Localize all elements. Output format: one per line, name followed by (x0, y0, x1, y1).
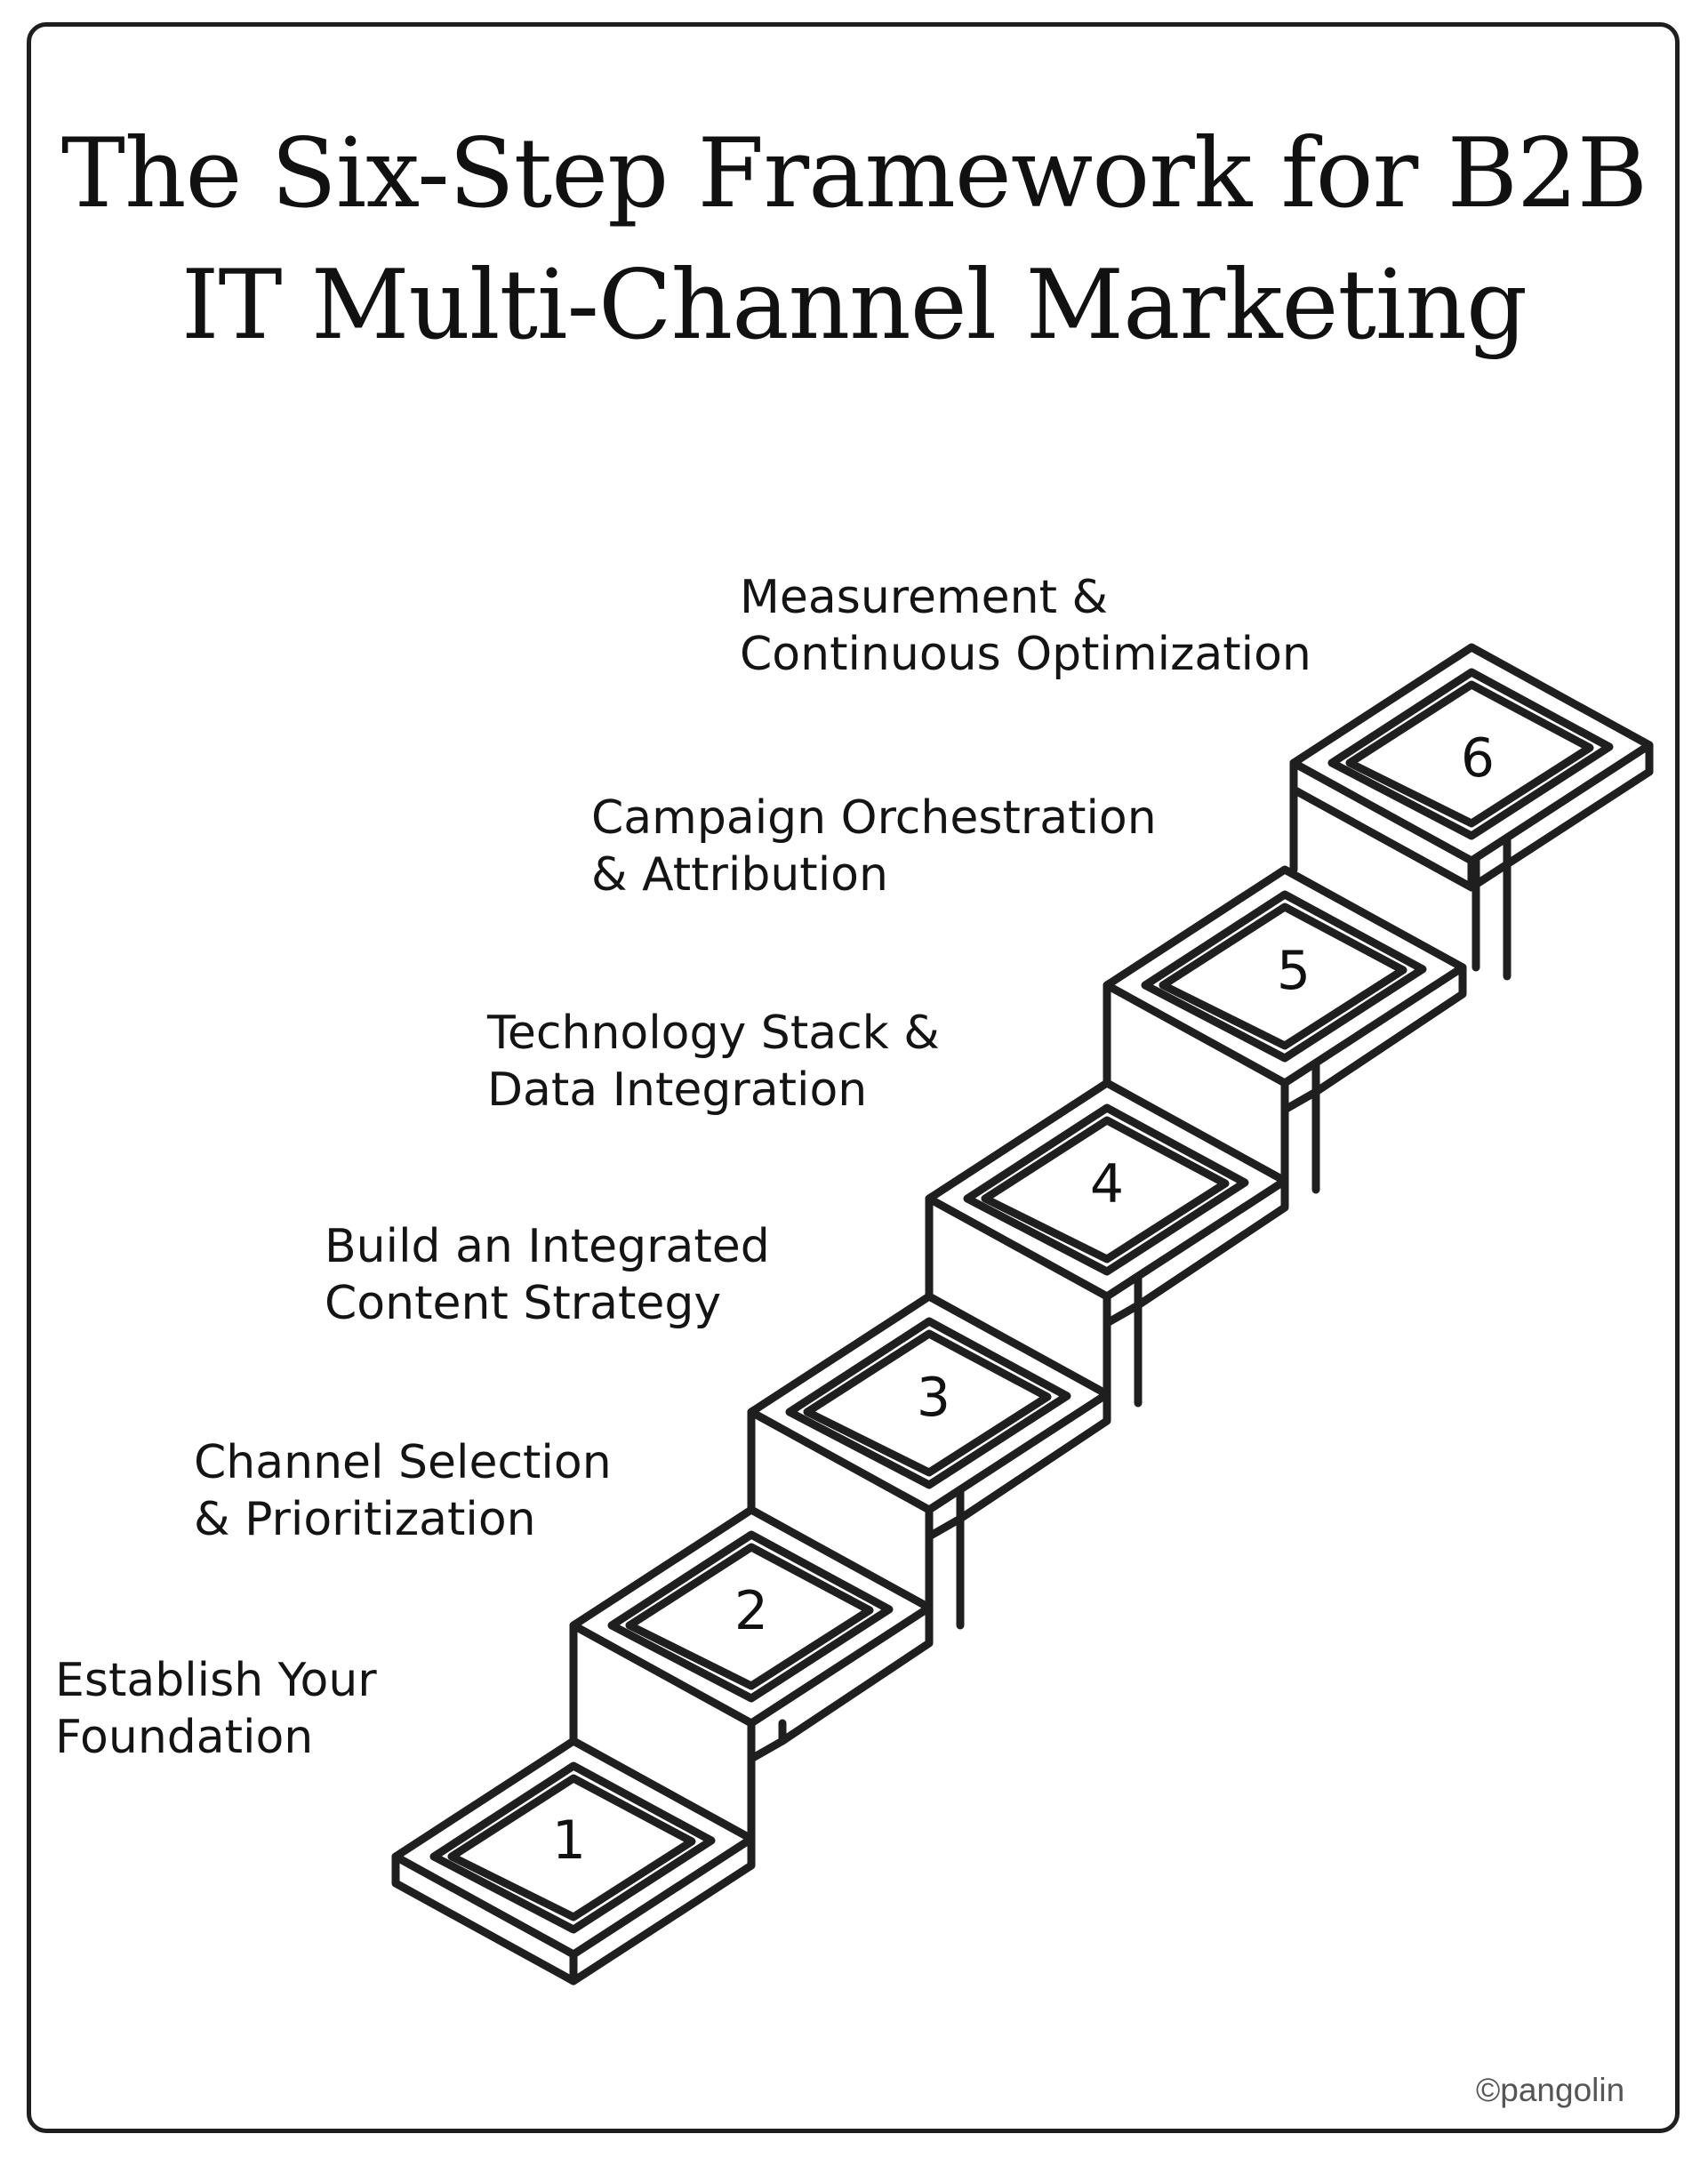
step-4-label: Technology Stack & Data Integration (487, 1005, 940, 1119)
page-frame (27, 22, 1680, 2133)
step-3-label-line-1: Build an Integrated (325, 1220, 770, 1273)
step-4-number: 4 (1090, 1153, 1124, 1215)
step-6-label-line-1: Measurement & (740, 571, 1109, 624)
step-3: 3 (747, 1292, 1111, 1630)
step-2-label-line-2: & Prioritization (194, 1493, 536, 1546)
step-6-label-line-2: Continuous Optimization (740, 628, 1311, 681)
step-1-label: Establish Your Foundation (55, 1652, 377, 1766)
step-3-label-line-2: Content Strategy (325, 1277, 722, 1330)
step-5-number: 5 (1277, 940, 1311, 1002)
step-4-label-line-1: Technology Stack & (487, 1007, 940, 1060)
step-3-number: 3 (917, 1367, 950, 1429)
page-title: The Six-Step Framework for B2B IT Multi-… (0, 108, 1708, 372)
credit-text: ©pangolin (1476, 2072, 1625, 2108)
step-2-number: 2 (734, 1580, 768, 1642)
step-3-label: Build an Integrated Content Strategy (325, 1218, 770, 1332)
step-4-label-line-2: Data Integration (487, 1063, 868, 1117)
step-2-label-line-1: Channel Selection (194, 1436, 612, 1489)
step-1-number: 1 (552, 1809, 586, 1872)
title-line-2: IT Multi-Channel Marketing (180, 250, 1528, 361)
title-line-1: The Six-Step Framework for B2B (60, 118, 1648, 229)
step-1-label-line-2: Foundation (55, 1711, 314, 1764)
step-1-label-line-1: Establish Your (55, 1654, 377, 1707)
step-1: 1 (391, 1737, 756, 1986)
step-6-number: 6 (1461, 727, 1495, 790)
step-5-label-line-2: & Attribution (591, 848, 888, 902)
step-6: 6 (1289, 643, 1654, 981)
step-6-label: Measurement & Continuous Optimization (740, 569, 1311, 683)
step-5: 5 (1103, 865, 1467, 1194)
step-2-label: Channel Selection & Prioritization (194, 1434, 612, 1548)
step-5-label: Campaign Orchestration & Attribution (591, 790, 1157, 903)
step-5-label-line-1: Campaign Orchestration (591, 791, 1157, 845)
